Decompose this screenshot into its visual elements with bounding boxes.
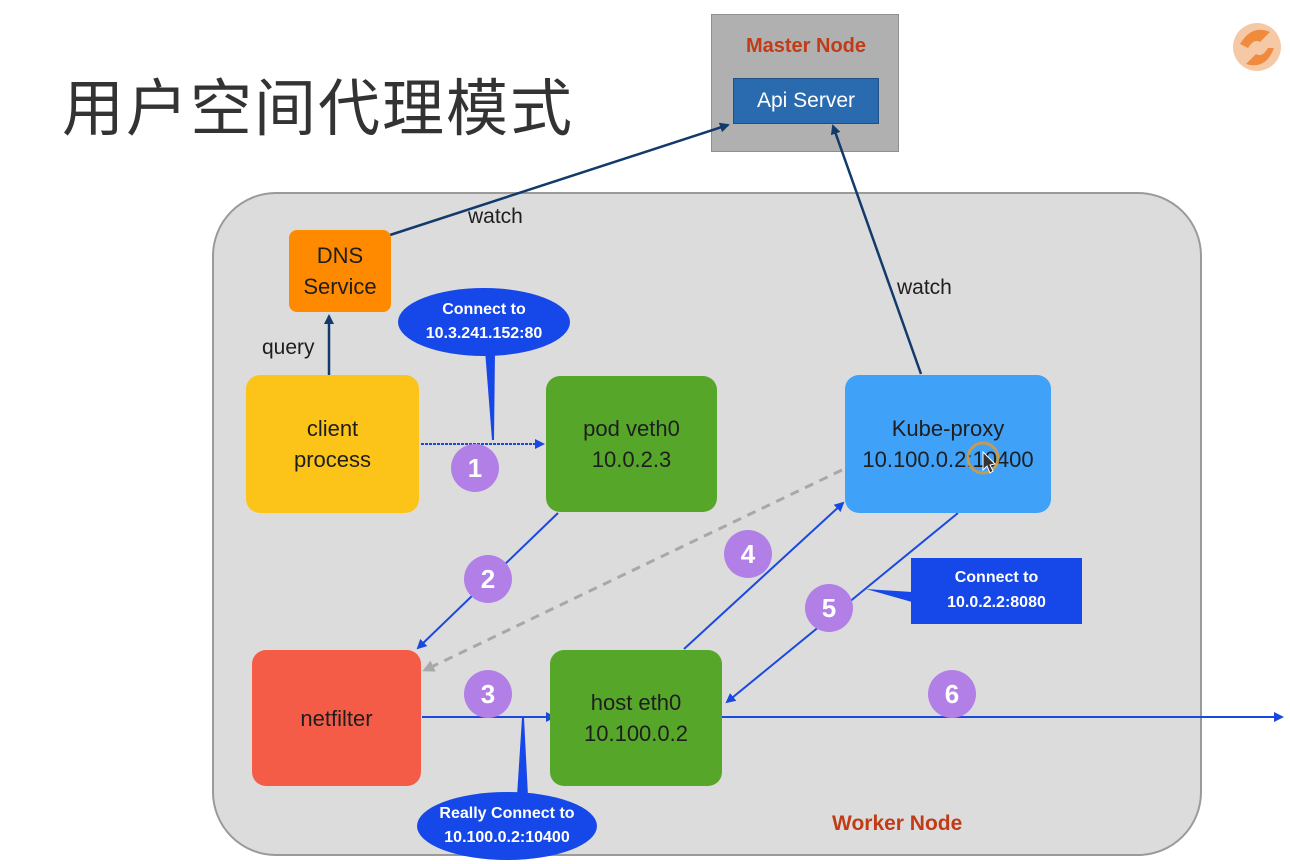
netfilter-box: netfilter (252, 650, 421, 786)
watch-label-dns: watch (468, 205, 523, 228)
kube-watch-arrow (830, 124, 923, 375)
worker-node-label: Worker Node (832, 812, 963, 835)
step-badge-2: 2 (464, 555, 512, 603)
arrow-kube-to-netfilter-dashed (422, 468, 843, 672)
pod-line2: 10.0.2.3 (591, 447, 672, 472)
kube-line1: Kube-proxy (891, 416, 1005, 441)
callout-connect-pod-line2: 10.0.2.2:8080 (947, 594, 1046, 611)
callout-connect-pod-line1: Connect to (954, 569, 1039, 586)
step-badge-5: 5 (805, 584, 853, 632)
step-badge-1: 1 (451, 444, 499, 492)
kube-line2: 10.100.0.2:10400 (862, 447, 1034, 472)
dns-service-line2: Service (303, 274, 377, 299)
client-line1: client (306, 416, 359, 441)
callout-connect-service-line1: Connect to (442, 301, 526, 318)
query-label: query (262, 336, 315, 359)
step-badge-3: 3 (464, 670, 512, 718)
step-badge-4: 4 (724, 530, 772, 578)
master-node-container: Master Node Api Server (711, 14, 899, 152)
host-line1: host eth0 (590, 690, 682, 715)
kube-proxy-box: Kube-proxy 10.100.0.2:10400 (845, 375, 1051, 513)
page-title: 用户空间代理模式 (62, 72, 575, 145)
dns-watch-arrow (389, 122, 730, 237)
pod-line1: pod veth0 (583, 416, 680, 441)
callout-connect-service-shape (398, 288, 570, 356)
host-eth0-box: host eth0 10.100.0.2 (550, 650, 722, 786)
dns-service-line1: DNS (316, 243, 364, 268)
callout-really-connect: Really Connect to 10.100.0.2:10400 (417, 802, 597, 850)
arrow-host-to-kube (683, 501, 845, 650)
callout-really-connect-line1: Really Connect to (439, 805, 575, 822)
master-node-label: Master Node (745, 35, 867, 57)
callout-really-connect-line2: 10.100.0.2:10400 (444, 829, 570, 846)
api-server-box: Api Server (733, 78, 879, 124)
callout-connect-service-line2: 10.3.241.152:80 (425, 325, 543, 342)
pod-veth0-box: pod veth0 10.0.2.3 (546, 376, 717, 512)
callout-connect-service: Connect to 10.3.241.152:80 (398, 298, 570, 346)
watch-label-kube: watch (897, 276, 952, 299)
callout-connect-pod: Connect to 10.0.2.2:8080 (911, 558, 1082, 624)
cursor-icon (965, 440, 1001, 476)
client-line2: process (293, 447, 372, 472)
step-badge-6: 6 (928, 670, 976, 718)
callout-really-connect-shape (417, 792, 597, 860)
logo-icon (1230, 14, 1284, 80)
dns-service-box: DNS Service (289, 230, 391, 312)
netfilter-line1: netfilter (300, 705, 373, 731)
host-line2: 10.100.0.2 (584, 721, 688, 746)
client-process-box: client process (246, 375, 419, 513)
